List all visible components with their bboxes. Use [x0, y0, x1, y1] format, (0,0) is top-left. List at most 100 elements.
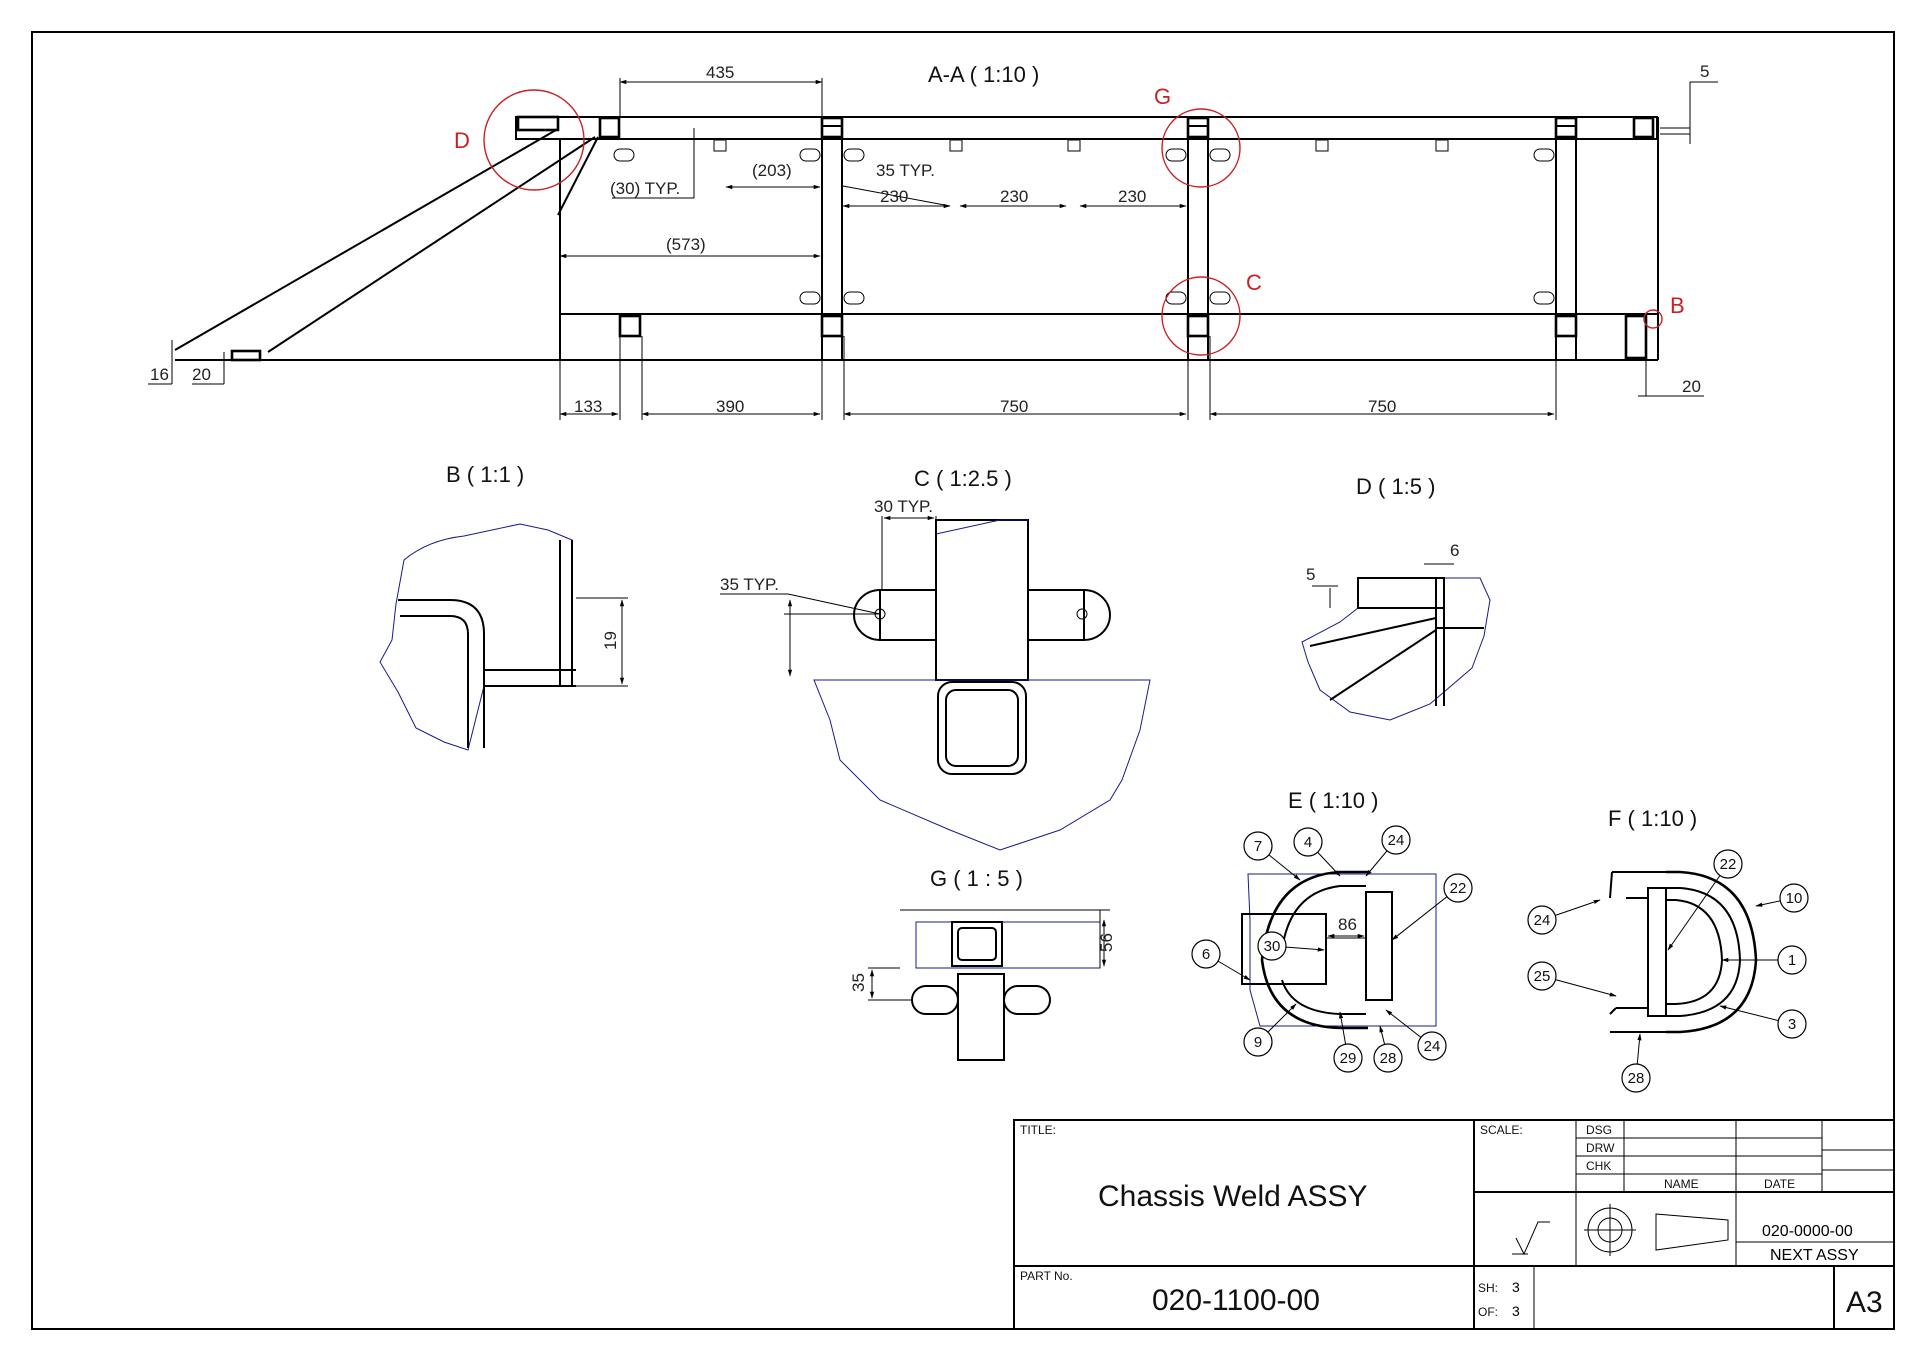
dim-30-typ: (30) TYP. — [610, 179, 680, 198]
dim-230-c: 230 — [1118, 187, 1146, 206]
dim-750-b: 750 — [1368, 397, 1396, 416]
dim-750-a: 750 — [1000, 397, 1028, 416]
detail-g-title: G ( 1 : 5 ) — [930, 866, 1023, 891]
detail-e-balloon-24: 24 — [1385, 1009, 1447, 1061]
dim-573: (573) — [666, 235, 706, 254]
detail-b-title: B ( 1:1 ) — [446, 462, 524, 487]
detail-e-title: E ( 1:10 ) — [1288, 788, 1378, 813]
svg-text:30: 30 — [1264, 938, 1281, 955]
dim-230-b: 230 — [1000, 187, 1028, 206]
callout-label-c: C — [1246, 270, 1262, 295]
detail-e-balloon-9: 9 — [1243, 1003, 1297, 1057]
dim-20-left: 20 — [192, 365, 211, 384]
detail-b-dim-19: 19 — [601, 631, 620, 650]
detail-f-balloon-25: 25 — [1527, 961, 1617, 997]
dim-5: 5 — [1700, 62, 1709, 81]
dim-390: 390 — [716, 397, 744, 416]
title-block: TITLE: Chassis Weld ASSY SCALE: DSG DRW … — [1013, 1119, 1895, 1330]
detail-e-balloon-28: 28 — [1373, 1025, 1403, 1073]
detail-g-dim-56: 56 — [1097, 933, 1116, 952]
sheet-number: 3 — [1512, 1279, 1520, 1295]
dim-133: 133 — [574, 397, 602, 416]
dim-16: 16 — [150, 365, 169, 384]
dim-20-right: 20 — [1682, 377, 1701, 396]
dsg-label: DSG — [1586, 1123, 1612, 1137]
svg-text:3: 3 — [1788, 1016, 1796, 1033]
svg-text:24: 24 — [1388, 832, 1405, 849]
svg-text:7: 7 — [1254, 838, 1262, 855]
detail-f-title: F ( 1:10 ) — [1608, 806, 1697, 831]
of-label: OF: — [1478, 1305, 1498, 1319]
detail-f: F ( 1:10 ) — [1608, 806, 1758, 1034]
detail-e-dim-86: 86 — [1338, 915, 1357, 934]
detail-e-balloon-22: 22 — [1391, 873, 1473, 941]
detail-f-balloon-3: 3 — [1719, 1005, 1807, 1039]
detail-e-balloon-4: 4 — [1293, 827, 1341, 877]
svg-text:4: 4 — [1304, 834, 1312, 851]
main-view: A-A ( 1:10 ) — [148, 62, 1718, 420]
svg-text:6: 6 — [1202, 946, 1210, 963]
detail-d-title: D ( 1:5 ) — [1356, 474, 1435, 499]
detail-f-balloon-24: 24 — [1527, 899, 1601, 935]
svg-text:24: 24 — [1534, 912, 1551, 929]
sheet-label: SH: — [1478, 1281, 1498, 1295]
callout-circle-g — [1161, 108, 1241, 188]
detail-f-balloon-10: 10 — [1755, 883, 1809, 913]
detail-f-balloon-28: 28 — [1621, 1033, 1651, 1093]
detail-f-balloon-1: 1 — [1721, 945, 1807, 975]
sheet-size: A3 — [1846, 1286, 1883, 1319]
detail-e-balloon-29: 29 — [1333, 1011, 1363, 1073]
svg-text:1: 1 — [1788, 952, 1796, 969]
balloon-layer: 7 4 24 22 30 6 9 29 28 24 22 10 24 1 25 3 28 — [1191, 825, 1809, 1093]
svg-text:25: 25 — [1534, 968, 1551, 985]
dim-435: 435 — [706, 63, 734, 82]
callout-circle-b — [1643, 309, 1663, 329]
drawing-title: Chassis Weld ASSY — [1098, 1180, 1368, 1213]
date-header: DATE — [1764, 1177, 1795, 1191]
part-no-label: PART No. — [1020, 1269, 1073, 1283]
detail-c-dim-35: 35 TYP. — [720, 575, 779, 594]
detail-c-title: C ( 1:2.5 ) — [914, 466, 1012, 491]
scale-label: SCALE: — [1480, 1123, 1523, 1137]
svg-text:9: 9 — [1254, 1034, 1262, 1051]
detail-e-balloon-6: 6 — [1191, 939, 1251, 981]
next-assy-label: NEXT ASSY — [1770, 1247, 1859, 1264]
title-label: TITLE: — [1020, 1123, 1056, 1137]
svg-text:28: 28 — [1628, 1070, 1645, 1087]
callout-circle-c — [1161, 276, 1241, 356]
dim-230-a: 230 — [880, 187, 908, 206]
chk-label: CHK — [1586, 1159, 1611, 1173]
svg-text:29: 29 — [1340, 1050, 1357, 1067]
main-view-title: A-A ( 1:10 ) — [928, 62, 1039, 87]
callout-circle-d — [483, 89, 585, 191]
svg-text:28: 28 — [1380, 1050, 1397, 1067]
svg-text:22: 22 — [1450, 880, 1467, 897]
callout-label-b: B — [1670, 293, 1685, 318]
detail-e-balloon-7: 7 — [1243, 831, 1301, 881]
callout-label-d: D — [454, 128, 470, 153]
sheet-border — [31, 31, 1895, 1330]
detail-b: B ( 1:1 ) 19 — [379, 462, 628, 751]
svg-text:22: 22 — [1720, 856, 1737, 873]
detail-d: D ( 1:5 ) 5 6 — [1301, 474, 1491, 721]
drw-label: DRW — [1586, 1141, 1615, 1155]
detail-c-dim-30: 30 TYP. — [874, 497, 933, 516]
part-number: 020-1100-00 — [1152, 1284, 1320, 1317]
detail-e-balloon-30: 30 — [1257, 931, 1325, 961]
detail-g: G ( 1 : 5 ) 56 35 — [849, 866, 1116, 1061]
svg-text:24: 24 — [1424, 1038, 1441, 1055]
callout-label-g: G — [1154, 84, 1171, 109]
dim-203: (203) — [752, 161, 792, 180]
detail-d-dim-5: 5 — [1306, 565, 1315, 584]
detail-d-dim-6: 6 — [1450, 541, 1459, 560]
detail-f-balloon-22: 22 — [1667, 849, 1743, 951]
detail-e: E ( 1:10 ) 86 — [1241, 788, 1437, 1030]
detail-c: C ( 1:2.5 ) 30 TYP. 35 TYP. — [720, 466, 1151, 851]
name-header: NAME — [1664, 1177, 1699, 1191]
of-number: 3 — [1512, 1303, 1520, 1319]
dim-35-typ: 35 TYP. — [876, 161, 935, 180]
next-assy-number: 020-0000-00 — [1762, 1223, 1853, 1240]
detail-e-balloon-24: 24 — [1365, 825, 1411, 877]
detail-g-dim-35: 35 — [849, 973, 868, 992]
